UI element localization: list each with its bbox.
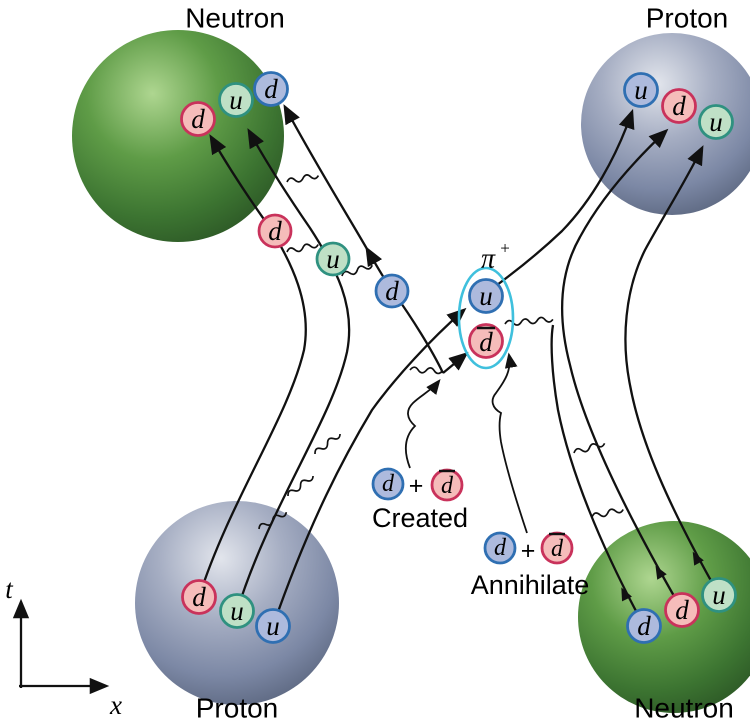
annihilate-d-circle xyxy=(483,531,517,565)
pion-symbol: π xyxy=(481,244,496,275)
plus-sign: + xyxy=(409,472,424,500)
pion-outline xyxy=(457,266,515,370)
quark-d-circle xyxy=(664,592,700,628)
pion-u-label: u xyxy=(479,281,493,311)
proton-label-bottom-left: Proton xyxy=(196,693,279,722)
arrowhead-icon xyxy=(621,587,632,602)
quark-u-circle xyxy=(701,577,737,613)
quark-d-label: d xyxy=(675,595,689,625)
neutron-label-top-left: Neutron xyxy=(185,3,285,34)
created-pointer-arrow xyxy=(404,378,441,469)
quark-d-label: d xyxy=(192,582,206,612)
quark-d-label: d xyxy=(264,74,278,104)
transferred-quarks: d u d xyxy=(257,213,410,309)
proton-sphere-top-right xyxy=(581,33,750,215)
quark-u-label: u xyxy=(326,244,340,274)
created-d-circle xyxy=(371,467,405,501)
quark-u-label: u xyxy=(634,75,648,105)
quark-u-circle xyxy=(315,241,351,277)
proton-label-top-right: Proton xyxy=(646,3,729,34)
plus-sign: + xyxy=(521,537,536,565)
pion-antidown-label: d xyxy=(479,327,493,357)
annihilate-d-label: d xyxy=(494,535,507,561)
quark-u-label: u xyxy=(709,107,723,137)
neutron-top-left-quarks: d u d xyxy=(180,71,289,137)
quark-d-label: d xyxy=(672,91,686,121)
worldline-right-d-quark xyxy=(561,128,683,611)
gluon-wavy xyxy=(573,442,606,454)
quark-u-label: u xyxy=(712,580,726,610)
neutron-label-bottom-right: Neutron xyxy=(634,693,734,722)
worldline-created-antidown xyxy=(442,351,469,374)
pion-charge-superscript: + xyxy=(500,239,510,258)
neutron-sphere-bottom-right xyxy=(578,521,750,713)
created-caption: Created xyxy=(372,503,468,533)
quark-d-circle xyxy=(374,273,410,309)
quark-d-circle xyxy=(181,579,217,615)
worldline-pion-u xyxy=(496,108,635,286)
gluon-wavy xyxy=(286,174,320,183)
annihilate-antidown-label: d xyxy=(551,536,564,562)
quark-u-label: u xyxy=(229,85,243,115)
pion-antidown-circle xyxy=(468,323,504,359)
annihilate-pair-group: d + d Annihilate xyxy=(471,531,590,600)
proton-bottom-left-quarks: d u u xyxy=(181,579,291,644)
annihilate-caption: Annihilate xyxy=(471,570,590,600)
worldline-created-d-upper xyxy=(283,104,368,250)
time-axis-label: t xyxy=(5,574,14,604)
quark-u-label: u xyxy=(230,596,244,626)
gluon-creation-vertex xyxy=(409,366,443,375)
quark-d-circle xyxy=(626,608,662,644)
quark-u-circle xyxy=(255,608,291,644)
worldline-right-u-quark xyxy=(624,145,721,596)
worldline-annihilating-d xyxy=(550,324,646,627)
created-d-label: d xyxy=(382,471,395,497)
gluon-wavy xyxy=(314,433,341,455)
quark-u-label: u xyxy=(266,611,280,641)
arrowhead-icon xyxy=(655,565,667,580)
quark-d-circle xyxy=(253,71,289,107)
gluon-wavy xyxy=(591,508,624,518)
gluon-wavy xyxy=(287,475,314,497)
quark-d-circle xyxy=(257,213,293,249)
quark-d-label: d xyxy=(191,104,205,134)
quark-d-label: d xyxy=(637,611,651,641)
quark-u-circle xyxy=(698,104,734,140)
quark-d-label: d xyxy=(268,216,282,246)
quark-u-circle xyxy=(218,82,254,118)
quark-d-circle xyxy=(661,88,697,124)
quark-d-circle xyxy=(180,101,216,137)
space-axis-label: x xyxy=(109,690,122,720)
gluon-wavy xyxy=(258,512,288,530)
quark-d-label: d xyxy=(385,276,399,306)
created-pair-group: d + d Created xyxy=(371,467,468,533)
worldline-left-d-quark xyxy=(197,134,307,598)
quark-u-circle xyxy=(623,72,659,108)
pion-group: u d π + xyxy=(457,239,515,370)
neutron-bottom-right-quarks: d d u xyxy=(626,577,737,644)
quark-u-circle xyxy=(219,593,255,629)
gluon-lines xyxy=(258,174,624,530)
pion-u-circle xyxy=(468,278,504,314)
worldline-left-u-quark xyxy=(235,128,351,612)
proton-top-right-quarks: u d u xyxy=(623,72,734,140)
spacetime-axes: t x xyxy=(5,574,122,720)
worldline-created-d-lower xyxy=(365,246,445,374)
arrowhead-icon xyxy=(692,551,704,566)
created-antidown-label: d xyxy=(441,473,454,499)
annihilate-pointer-arrow xyxy=(491,352,528,534)
gluon-wavy xyxy=(286,243,319,253)
gluon-wavy xyxy=(341,264,373,277)
